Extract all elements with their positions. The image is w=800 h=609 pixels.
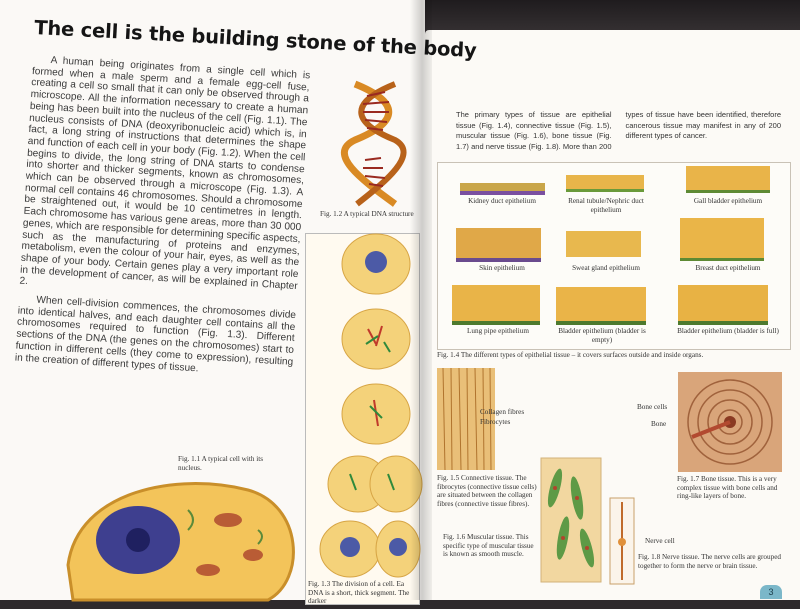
fig-1-6-caption: Fig. 1.6 Muscular tissue. This specific …	[443, 533, 534, 558]
cell-division-panel	[305, 233, 423, 605]
epithelium-label: Breast duct epithelium	[695, 264, 761, 272]
cell-division-illustration	[319, 233, 423, 578]
epithelium-figure: Kidney duct epithelium Renal tubule/Neph…	[437, 162, 791, 350]
epithelium-label: Skin epithelium	[479, 264, 525, 272]
bone-tissue-illustration	[678, 372, 782, 472]
bone-cells-label: Bone cells	[637, 403, 668, 411]
fig-1-4-caption: Fig. 1.4 The different types of epitheli…	[437, 351, 704, 359]
fig-1-5-caption: Fig. 1.5 Connective tissue. The fibrocyt…	[437, 474, 537, 508]
epithelium-item: Gall bladder epithelium	[674, 197, 782, 206]
nerve-tissue-illustration	[609, 497, 635, 585]
nerve-cell-label: Nerve cell	[645, 537, 675, 545]
dna-helix-illustration	[340, 80, 407, 207]
epithelium-item: Renal tubule/Nephric duct epithelium	[558, 197, 654, 214]
bone-label: Bone	[651, 420, 667, 428]
fig-1-7-caption: Fig. 1.7 Bone tissue. This is a very com…	[677, 475, 778, 500]
fig-1-2-caption: Fig. 1.2 A typical DNA structure	[320, 210, 414, 218]
epithelium-illustrations	[452, 166, 770, 325]
fig-1-8-caption: Fig. 1.8 Nerve tissue. The nerve cells a…	[638, 553, 781, 570]
collagen-fibres-label: Collagen fibres	[480, 408, 525, 416]
page-number: 3	[760, 585, 782, 599]
epithelium-label: Sweat gland epithelium	[572, 264, 640, 272]
epithelium-label: Bladder epithelium (bladder is full)	[677, 327, 779, 335]
epithelium-item: Breast duct epithelium	[674, 264, 782, 273]
epithelium-label: Renal tubule/Nephric duct epithelium	[568, 197, 644, 214]
epithelium-item: Kidney duct epithelium	[450, 197, 554, 206]
muscular-tissue-illustration	[540, 457, 602, 583]
epithelium-label: Kidney duct epithelium	[468, 197, 536, 205]
body-text: A human being originates from a single c…	[14, 54, 311, 386]
epithelium-item: Bladder epithelium (bladder is empty)	[550, 327, 654, 344]
fig-1-3-caption: Fig. 1.3 The division of a cell. Ea DNA …	[308, 580, 410, 606]
epithelium-label: Gall bladder epithelium	[693, 197, 763, 205]
book-gutter	[410, 0, 432, 600]
epithelium-label: Lung pipe epithelium	[467, 327, 529, 335]
epithelium-item: Skin epithelium	[450, 264, 554, 273]
intro-text: The primary types of tissue are epitheli…	[456, 110, 781, 151]
epithelium-item: Bladder epithelium (bladder is full)	[674, 327, 782, 336]
epithelium-item: Lung pipe epithelium	[446, 327, 550, 336]
fig-1-1-caption: Fig. 1.1 A typical cell with its nucleus…	[178, 455, 264, 472]
typical-cell-illustration	[66, 482, 295, 602]
epithelium-label: Bladder epithelium (bladder is empty)	[558, 327, 646, 344]
paragraph: A human being originates from a single c…	[19, 55, 311, 292]
connective-tissue-illustration	[437, 367, 495, 471]
fibrocytes-label: Fibrocytes	[480, 418, 511, 426]
paragraph: When cell-division commences, the chromo…	[14, 294, 297, 374]
epithelium-item: Sweat gland epithelium	[558, 264, 654, 273]
